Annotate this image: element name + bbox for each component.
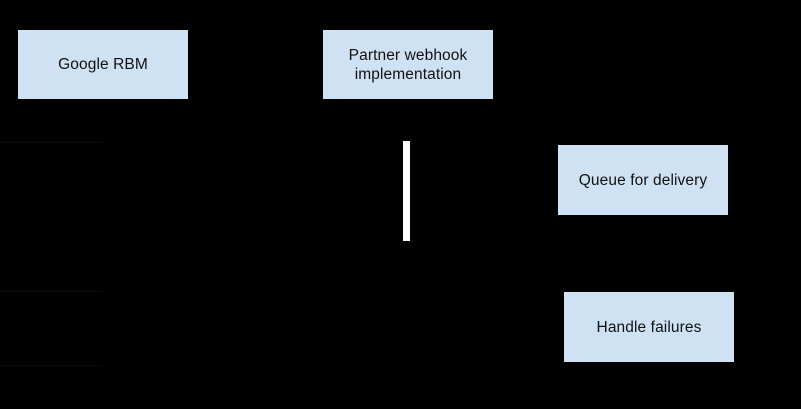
connector-webhook-to-queue xyxy=(403,141,410,241)
node-partner-webhook-implementation[interactable]: Partner webhook implementation xyxy=(323,30,493,99)
node-handle-failures[interactable]: Handle failures xyxy=(564,292,734,362)
node-google-rbm-label: Google RBM xyxy=(58,56,148,73)
node-queue-for-delivery-label: Queue for delivery xyxy=(578,171,708,189)
faint-rule-lower xyxy=(0,365,103,366)
node-handle-failures-label: Handle failures xyxy=(596,318,702,336)
node-queue-for-delivery[interactable]: Queue for delivery xyxy=(558,145,728,215)
faint-rule-middle xyxy=(0,291,103,292)
faint-rule-upper xyxy=(0,142,103,143)
node-partner-webhook-implementation-label: Partner webhook implementation xyxy=(348,46,468,83)
node-google-rbm[interactable]: Google RBM xyxy=(18,30,188,99)
